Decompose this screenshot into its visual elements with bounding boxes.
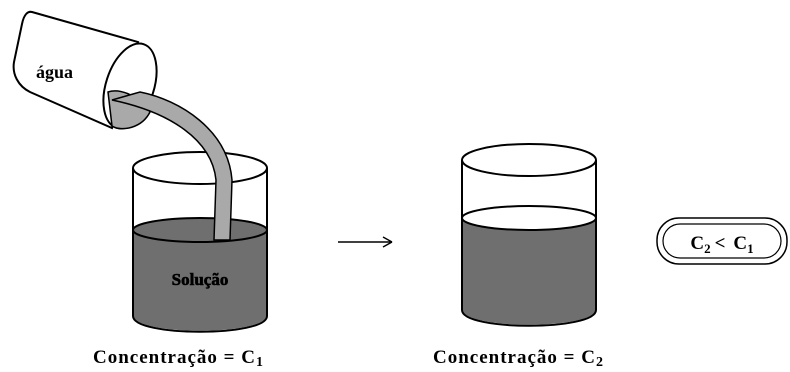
beaker-before: Solução bbox=[132, 151, 268, 333]
beaker-after-solution bbox=[462, 218, 596, 325]
water-tube: água bbox=[12, 10, 158, 130]
beaker-before-solution bbox=[133, 230, 267, 331]
solution-label: Solução bbox=[172, 270, 229, 289]
comparison-text: C2<C1 bbox=[690, 233, 753, 256]
beaker-before-rim bbox=[132, 151, 268, 185]
process-arrow bbox=[338, 236, 393, 248]
water-label: água bbox=[36, 62, 73, 82]
beaker-before-surface bbox=[132, 217, 268, 243]
caption-after: Concentração = C2 bbox=[433, 347, 604, 370]
comparison-box: C2<C1 bbox=[656, 217, 788, 265]
caption-before: Concentração = C1 bbox=[93, 347, 264, 370]
beaker-after-rim bbox=[461, 143, 597, 177]
beaker-after bbox=[461, 143, 597, 327]
beaker-after-surface bbox=[461, 205, 597, 231]
water-stream bbox=[111, 91, 233, 241]
